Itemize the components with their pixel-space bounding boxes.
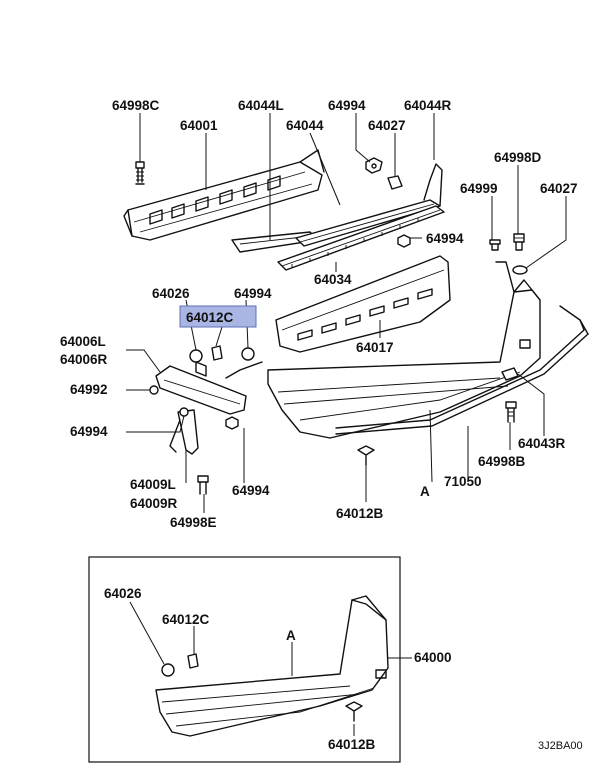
label-ref-A: A [420,484,430,499]
energy-absorber-64017 [275,255,451,353]
label-64998C: 64998C [112,98,160,113]
bolt-64998C [135,161,145,185]
label-64027-top: 64027 [368,118,406,133]
label-64006L: 64006L [60,334,106,349]
inset-clip-64026 [161,663,175,677]
bolt-64998B [505,401,517,423]
inset-label-ref-A: A [286,628,296,643]
inset-clip-64012B [345,701,363,722]
bolt-64998D [513,233,525,251]
label-64994-left: 64994 [70,424,108,439]
bolt-64992 [149,385,159,395]
label-64026: 64026 [152,286,190,301]
label-64998E: 64998E [170,515,217,530]
label-64044L: 64044L [238,98,284,113]
label-64001: 64001 [180,118,218,133]
label-64994-a: 64994 [234,286,272,301]
clip-64994-left [179,407,189,417]
molding-71050 [335,305,589,435]
inset-panel: 64026 64012C A 64000 64012B [88,556,452,763]
label-64009L: 64009L [130,477,176,492]
bracket-64043R [501,367,519,381]
label-64012B: 64012B [336,506,384,521]
clip-64027-top [387,175,403,190]
inset-clip-64012C [187,653,199,669]
inset-label-64012C: 64012C [162,612,210,627]
inset-label-64000: 64000 [414,650,452,665]
label-64992: 64992 [70,382,108,397]
label-64006R: 64006R [60,352,108,367]
highlight-box-64012C [179,305,257,328]
clip-64994-a [241,347,255,361]
label-64017: 64017 [356,340,394,355]
label-64044: 64044 [286,118,324,133]
label-64994-low: 64994 [232,483,270,498]
bracket-64006 [155,361,263,415]
leader-lines [126,113,567,513]
clip-64012C-main [211,345,223,361]
figure-code: 3J2BA00 [538,740,583,752]
reinforcement-64001 [123,149,325,241]
molding-64034 [277,205,445,271]
label-64012C[interactable]: 64012C [186,310,234,325]
label-64998D: 64998D [494,150,542,165]
labels-main: 64998C 64001 64044L 64044 64994 64027 64… [60,98,578,530]
label-64043R: 64043R [518,436,566,451]
label-64994-mid: 64994 [426,231,464,246]
stay-64009 [169,409,199,455]
label-71050: 71050 [444,474,482,489]
clip-64994-low [225,416,239,430]
label-64044R: 64044R [404,98,452,113]
clip-64994-mid [397,234,411,248]
label-64998B: 64998B [478,454,526,469]
label-64999: 64999 [460,181,498,196]
label-64994-top: 64994 [328,98,366,113]
clip-64026-main [189,349,203,363]
label-64009R: 64009R [130,496,178,511]
inset-label-64012B: 64012B [328,737,376,752]
label-64027-right: 64027 [540,181,578,196]
molding-64044 [295,163,443,247]
clip-64994-top [365,157,383,174]
inset-label-64026: 64026 [104,586,142,601]
label-64034: 64034 [314,272,352,287]
bolt-64999 [489,239,501,251]
clip-64012B [357,445,375,466]
bolt-64998E [197,475,209,495]
clip-64027-right [512,265,528,275]
